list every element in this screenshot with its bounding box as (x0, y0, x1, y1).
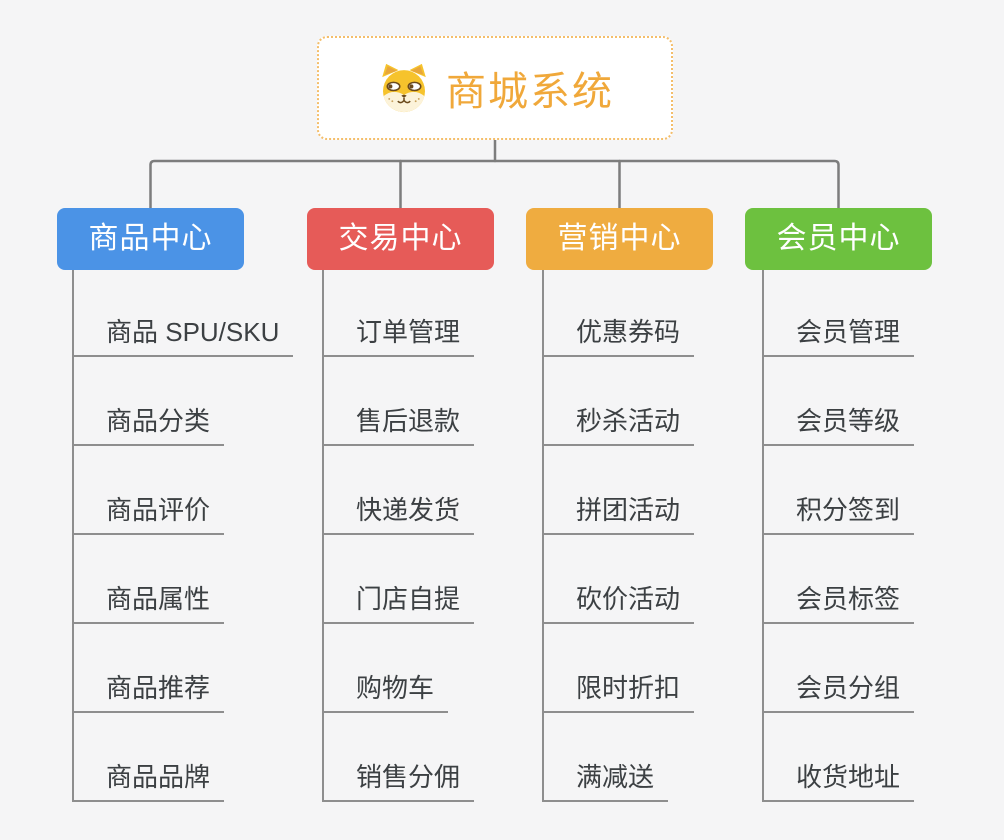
leaf-topic[interactable]: 限时折扣 (542, 671, 695, 713)
leaf-topic[interactable]: 购物车 (322, 671, 449, 713)
leaf-topic[interactable]: 秒杀活动 (542, 404, 695, 446)
leaf-topic[interactable]: 商品推荐 (72, 671, 225, 713)
leaf-topic[interactable]: 满减送 (542, 760, 669, 802)
root-title: 商城系统 (446, 70, 614, 114)
leaf-topic[interactable]: 会员管理 (762, 315, 915, 357)
leaf-topic[interactable]: 积分签到 (762, 493, 915, 535)
leaf-topic[interactable]: 门店自提 (322, 582, 475, 624)
leaf-topic[interactable]: 商品属性 (72, 582, 225, 624)
root-node[interactable]: 商城系统 (317, 36, 673, 140)
branch-node-trade-center[interactable]: 交易中心 (307, 208, 494, 270)
branch-children-product: 商品 SPU/SKU 商品分类 商品评价 商品属性 商品推荐 商品品牌 (72, 270, 372, 802)
leaf-topic[interactable]: 拼团活动 (542, 493, 695, 535)
leaf-topic[interactable]: 商品评价 (72, 493, 225, 535)
branch-bracket-line (149, 159, 840, 210)
leaf-topic[interactable]: 订单管理 (322, 315, 475, 357)
leaf-topic[interactable]: 收货地址 (762, 760, 915, 802)
leaf-topic[interactable]: 会员等级 (762, 404, 915, 446)
leaf-topic[interactable]: 砍价活动 (542, 582, 695, 624)
branch-children-trade: 订单管理 售后退款 快递发货 门店自提 购物车 销售分佣 (322, 270, 622, 802)
leaf-topic[interactable]: 商品 SPU/SKU (72, 315, 294, 357)
branch-node-product-center[interactable]: 商品中心 (57, 208, 244, 270)
branch-children-marketing: 优惠券码 秒杀活动 拼团活动 砍价活动 限时折扣 满减送 (542, 270, 842, 802)
leaf-topic[interactable]: 会员标签 (762, 582, 915, 624)
leaf-topic[interactable]: 优惠券码 (542, 315, 695, 357)
leaf-topic[interactable]: 商品品牌 (72, 760, 225, 802)
leaf-topic[interactable]: 会员分组 (762, 671, 915, 713)
branch-node-member-center[interactable]: 会员中心 (745, 208, 932, 270)
branch-children-member: 会员管理 会员等级 积分签到 会员标签 会员分组 收货地址 (762, 270, 1004, 802)
leaf-topic[interactable]: 快递发货 (322, 493, 475, 535)
leaf-topic[interactable]: 销售分佣 (322, 760, 475, 802)
leaf-topic[interactable]: 商品分类 (72, 404, 225, 446)
branch-node-marketing-center[interactable]: 营销中心 (526, 208, 713, 270)
dog-face-icon (382, 63, 426, 113)
leaf-topic[interactable]: 售后退款 (322, 404, 475, 446)
